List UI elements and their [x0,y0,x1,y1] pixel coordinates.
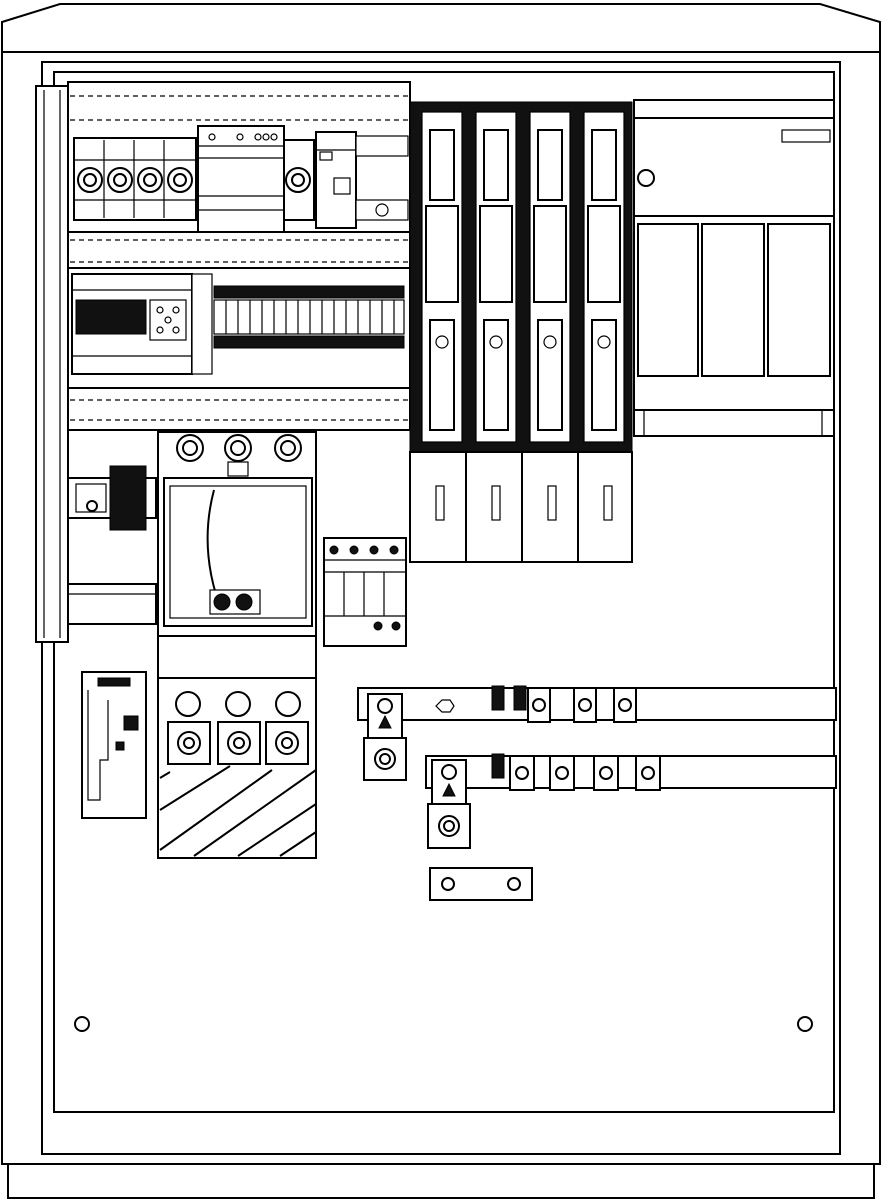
small-terminal-group [67,465,157,531]
metering-panel [633,99,835,437]
terminal-cover-hatching [159,765,317,857]
four-pole-mcb [323,537,407,647]
breaker-terminals [167,691,309,765]
left-cable-duct [35,85,69,643]
cable-lug-2 [427,759,471,849]
cable-lug-1 [363,693,407,781]
mounting-holes [74,1016,813,1032]
fuse-switch-1 [421,111,463,443]
terminal-block-strip [213,285,405,349]
link-bar [429,867,533,901]
cable-duct-stub [67,583,157,625]
main-circuit-breaker [157,431,317,859]
mcb-single [283,139,315,221]
fuse-switch-4 [583,111,625,443]
logic-controller [71,273,213,375]
power-supply-module [197,125,285,233]
communication-module [81,671,147,819]
fuse-switch-2 [475,111,517,443]
surge-protection-modules [73,137,197,221]
fuse-switch-3 [529,111,571,443]
fuse-switch-disconnectors [409,101,633,563]
rcd-module [315,131,409,229]
busbar-upper [357,685,837,723]
busbar-lower [425,753,837,791]
